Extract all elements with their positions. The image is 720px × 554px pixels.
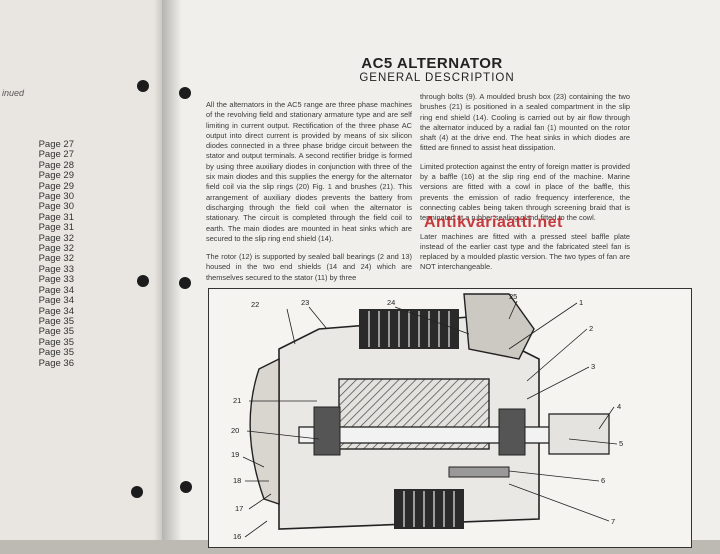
binder-hole bbox=[180, 481, 192, 493]
baffle bbox=[249, 357, 280, 505]
list-item: Page 30 bbox=[38, 191, 74, 203]
list-item: Page 35 bbox=[38, 347, 74, 359]
list-item: Page 35 bbox=[38, 326, 74, 338]
callout-25: 25 bbox=[509, 292, 517, 301]
bearing bbox=[313, 406, 341, 456]
binder-hole bbox=[179, 277, 191, 289]
binder-hole bbox=[179, 87, 191, 99]
list-item: Page 32 bbox=[38, 232, 74, 244]
text-column-left: All the alternators in the AC5 range are… bbox=[206, 100, 412, 291]
list-item: Page 35 bbox=[38, 315, 74, 327]
list-item: Page 33 bbox=[38, 263, 74, 275]
callout-7: 7 bbox=[611, 517, 615, 526]
list-item: Page 28 bbox=[38, 159, 74, 171]
paragraph: Later machines are fitted with a pressed… bbox=[420, 231, 630, 272]
callout-1: 1 bbox=[579, 298, 583, 307]
list-item: Page 35 bbox=[38, 336, 74, 348]
callout-22: 22 bbox=[251, 300, 259, 309]
list-item: Page 32 bbox=[38, 253, 74, 265]
through-bolt bbox=[448, 466, 510, 478]
left-page: inued Page 27 Page 27 Page 28 Page 29 Pa… bbox=[0, 0, 168, 540]
list-item: Page 30 bbox=[38, 201, 74, 213]
callout-5: 5 bbox=[619, 439, 623, 448]
callout-24: 24 bbox=[387, 298, 395, 307]
paragraph: through bolts (9). A moulded brush box (… bbox=[420, 92, 630, 153]
list-item: Page 31 bbox=[38, 211, 74, 223]
binder-hole bbox=[137, 275, 149, 287]
list-item: Page 36 bbox=[38, 357, 74, 369]
callout-21: 21 bbox=[233, 396, 241, 405]
page-title: AC5 ALTERNATOR bbox=[361, 55, 503, 72]
paragraph: All the alternators in the AC5 range are… bbox=[206, 100, 412, 243]
list-item: Page 34 bbox=[38, 295, 74, 307]
stator-bottom bbox=[394, 489, 464, 529]
callout-4: 4 bbox=[617, 402, 621, 411]
list-item: Page 29 bbox=[38, 170, 74, 182]
callout-20: 20 bbox=[231, 426, 239, 435]
text-column-right: through bolts (9). A moulded brush box (… bbox=[420, 92, 630, 281]
page-reference-list: Page 27 Page 27 Page 28 Page 29 Page 29 … bbox=[22, 139, 74, 369]
page-subtitle: GENERAL DESCRIPTION bbox=[359, 72, 515, 84]
callout-2: 2 bbox=[589, 324, 593, 333]
callout-23: 23 bbox=[301, 298, 309, 307]
alternator-drawing: 1 2 3 4 5 6 7 25 24 23 22 21 20 19 18 17… bbox=[231, 292, 623, 541]
bearing bbox=[498, 408, 526, 456]
callout-17: 17 bbox=[235, 504, 243, 513]
list-item: Page 31 bbox=[38, 222, 74, 234]
callout-16: 16 bbox=[233, 532, 241, 541]
callout-3: 3 bbox=[591, 362, 595, 371]
fan-cowl bbox=[463, 293, 535, 360]
callout-18: 18 bbox=[233, 476, 241, 485]
list-item: Page 33 bbox=[38, 274, 74, 286]
callout-19: 19 bbox=[231, 450, 239, 459]
list-item: Page 34 bbox=[38, 284, 74, 296]
list-item: Page 27 bbox=[38, 149, 74, 161]
list-item: Page 32 bbox=[38, 243, 74, 255]
list-item: Page 29 bbox=[38, 180, 74, 192]
list-item: Page 27 bbox=[38, 139, 74, 150]
paragraph: Limited protection against the entry of … bbox=[420, 161, 630, 223]
alternator-cutaway-figure: 1 2 3 4 5 6 7 25 24 23 22 21 20 19 18 17… bbox=[208, 288, 692, 548]
watermark: Antikvariaatti.net bbox=[424, 214, 563, 231]
binder-hole bbox=[137, 80, 149, 92]
list-item: Page 34 bbox=[38, 305, 74, 317]
right-page: AC5 ALTERNATOR GENERAL DESCRIPTION All t… bbox=[162, 0, 720, 548]
callout-6: 6 bbox=[601, 476, 605, 485]
continued-label: inued bbox=[2, 88, 25, 98]
binder-hole bbox=[131, 486, 143, 498]
paragraph: The rotor (12) is supported by sealed ba… bbox=[206, 252, 412, 282]
pulley bbox=[548, 413, 610, 455]
spine-shadow bbox=[162, 0, 182, 540]
